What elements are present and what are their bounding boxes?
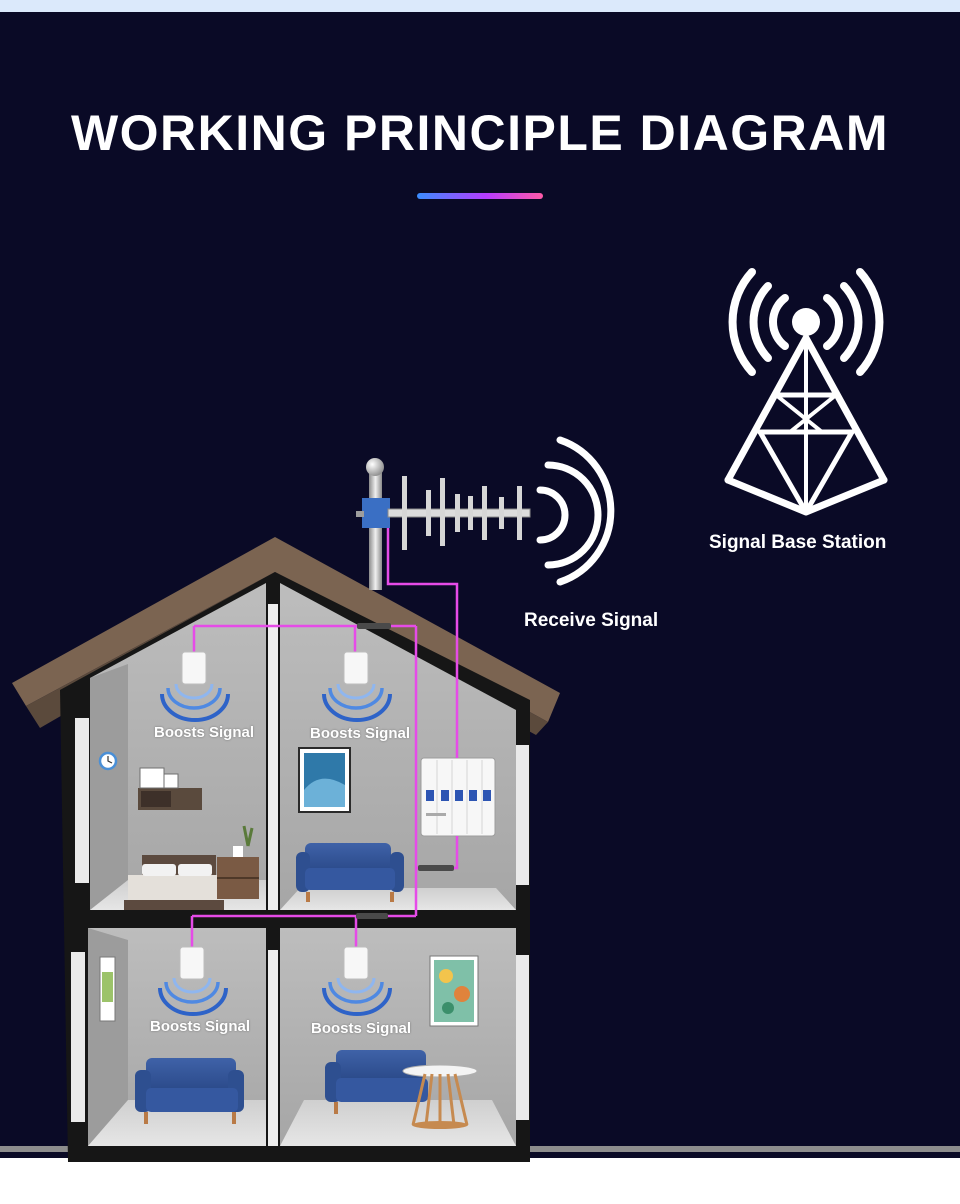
signal-tower-icon (724, 268, 888, 516)
page-title: WORKING PRINCIPLE DIAGRAM (70, 105, 890, 161)
clock-icon (98, 751, 118, 771)
room-lower-right (280, 928, 516, 1146)
sofa-lower-left (135, 1058, 244, 1124)
wall-picture-small (99, 956, 116, 1022)
bed (124, 855, 224, 910)
room-upper-left (90, 583, 266, 910)
label-base-station: Signal Base Station (709, 532, 887, 553)
cable-splitters (356, 623, 454, 919)
wall-shelf (138, 767, 202, 810)
ceiling-antenna-icon (160, 651, 230, 722)
yagi-antenna-icon (356, 458, 531, 590)
label-boost-upper-left: Boosts Signal (154, 724, 255, 741)
receive-signal-waves-icon (536, 436, 615, 586)
wall-art-flowers (429, 955, 479, 1027)
label-receive-signal: Receive Signal (524, 610, 659, 631)
top-strip (0, 0, 960, 12)
sofa-upper (296, 843, 404, 902)
ceiling-antenna-icon (322, 946, 392, 1016)
label-boost-lower-left: Boosts Signal (150, 1018, 251, 1035)
nightstand (217, 825, 259, 899)
ceiling-antenna-icon (158, 946, 228, 1016)
signal-booster-icon (420, 757, 496, 837)
label-boost-upper-right: Boosts Signal (310, 725, 411, 742)
title-underline (417, 193, 543, 199)
wall-painting (298, 747, 351, 813)
ceiling-antenna-icon (322, 651, 392, 722)
round-table (402, 1064, 478, 1129)
label-boost-lower-right: Boosts Signal (311, 1020, 412, 1037)
